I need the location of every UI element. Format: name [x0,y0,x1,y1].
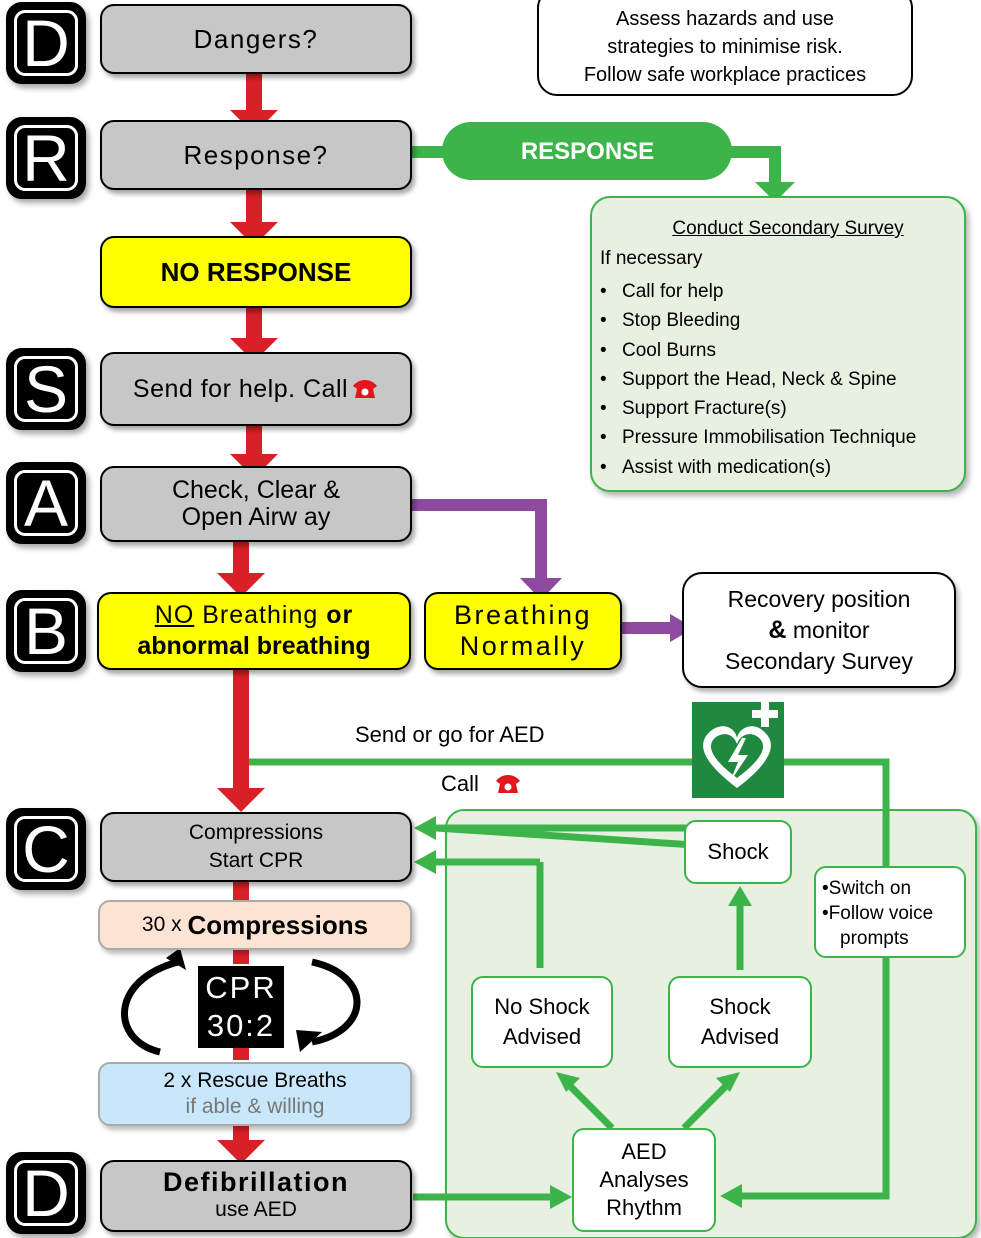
recovery-box: Recovery position & monitor Secondary Su… [682,572,956,688]
response-text: RESPONSE [520,138,655,165]
shock-advised-line-2: Advised [700,1024,780,1049]
secondary-survey-box: Conduct Secondary Survey If necessary •C… [590,196,966,492]
purple-arrows [412,499,672,634]
hazard-note: Assess hazards and use strategies to min… [537,0,913,96]
shock-advised-box: Shock Advised [668,976,812,1068]
no-breathing-line-1: NO Breathing or [154,601,354,629]
dangers-box: Dangers? [100,4,412,74]
hazard-line-1: Assess hazards and use [616,8,834,30]
response-label: RESPONSE [470,132,705,172]
phone-icon [353,380,378,398]
rescue-line-1: 2 x Rescue Breaths [163,1069,347,1092]
response-arrow [410,122,795,202]
cpr-line-1: CPR [205,970,277,1005]
secondary-intro: If necessary [600,248,703,269]
list-item: •Call for help [600,281,724,302]
compressions-line-2: Start CPR [208,849,304,872]
no-breathing-line-2: abnormal breathing [137,632,371,660]
rescue-line-2: if able & willing [185,1095,325,1118]
rescue-breaths-box: 2 x Rescue Breaths if able & willing [98,1062,412,1126]
list-item: •Support the Head, Neck & Spine [600,368,897,390]
airway-box: Check, Clear & Open Airw ay [100,466,412,542]
call-label-row: Call [441,771,523,797]
list-item: •Stop Bleeding [600,310,741,332]
no-response-box: NO RESPONSE [100,236,412,308]
shock-box: Shock [684,820,792,884]
compressions-line-1: Compressions [188,821,324,844]
response-q-label: Response? [183,139,329,170]
list-item: •Assist with medication(s) [600,456,832,478]
step-letter-r: R [6,117,86,199]
recovery-line-1: Recovery position [727,585,911,612]
secondary-items: •Call for help •Stop Bleeding •Cool Burn… [600,277,916,482]
step-letter-a: A [6,462,86,544]
airway-line-2: Open Airw ay [181,503,331,531]
step-letter-c: C [6,808,86,890]
breathing-normally-line-2: Normally [459,631,587,661]
shock-advised-line-1: Shock [709,994,771,1019]
recovery-line-2: & monitor [768,615,870,644]
aed-heart-icon [692,701,784,798]
hazard-line-2: strategies to minimise risk. [607,36,843,58]
prompts-item: prompts [840,928,909,949]
recovery-line-3: Secondary Survey [725,647,913,674]
compressions-box: Compressions Start CPR [100,812,412,882]
cpr-ratio-box: CPR 30:2 [198,966,284,1048]
send-help-box: Send for help. Call [100,352,412,426]
switch-on-item: •Switch on [822,878,912,899]
follow-voice-item: •Follow voice [822,903,934,924]
aed-analyses-line-3: Rhythm [606,1195,682,1220]
phone-icon [495,775,520,793]
list-item: •Cool Burns [600,339,716,361]
cycle-arrow-icon [121,958,361,1056]
step-letter-d: D [6,2,86,84]
airway-line-1: Check, Clear & [171,476,341,504]
no-shock-line-1: No Shock [494,994,590,1019]
switch-on-box: •Switch on •Follow voice prompts [814,866,966,958]
no-shock-advised-box: No Shock Advised [471,976,613,1068]
no-response-label: NO RESPONSE [160,256,352,287]
step-letter-b: B [6,590,86,672]
list-item: •Pressure Immobilisation Technique [600,427,917,449]
cpr-line-2: 30:2 [206,1008,276,1043]
response-box: Response? [100,120,412,190]
no-breathing-box: NO Breathing or abnormal breathing [97,592,411,670]
aed-analyses-box: AED Analyses Rhythm [572,1128,716,1232]
list-item: •Support Fracture(s) [600,398,787,420]
breathing-normally-line-1: Breathing [453,600,593,630]
aed-analyses-line-2: Analyses [599,1167,689,1192]
green-arrowheads [414,816,752,1209]
step-letter-d2: D [6,1152,86,1234]
hazard-line-3: Follow safe workplace practices [583,64,867,86]
send-aed-label: Send or go for AED [355,722,545,747]
breathing-normally-box: Breathing Normally [424,592,622,670]
secondary-title: Conduct Secondary Survey [672,218,904,239]
no-shock-line-2: Advised [502,1024,582,1049]
shock-label: Shock [707,839,769,864]
defibrillation-box: Defibrillation use AED [100,1160,412,1232]
step-letter-s: S [6,348,86,430]
dangers-label: Dangers? [193,23,319,54]
defib-line-2: use AED [215,1198,297,1221]
defib-line-1: Defibrillation [162,1167,349,1197]
green-flow-lines [249,758,890,1201]
aed-analyses-line-1: AED [621,1139,667,1164]
send-help-label: Send for help. Call [132,374,349,403]
compressions-30-box: 30 x Compressions [98,900,412,950]
